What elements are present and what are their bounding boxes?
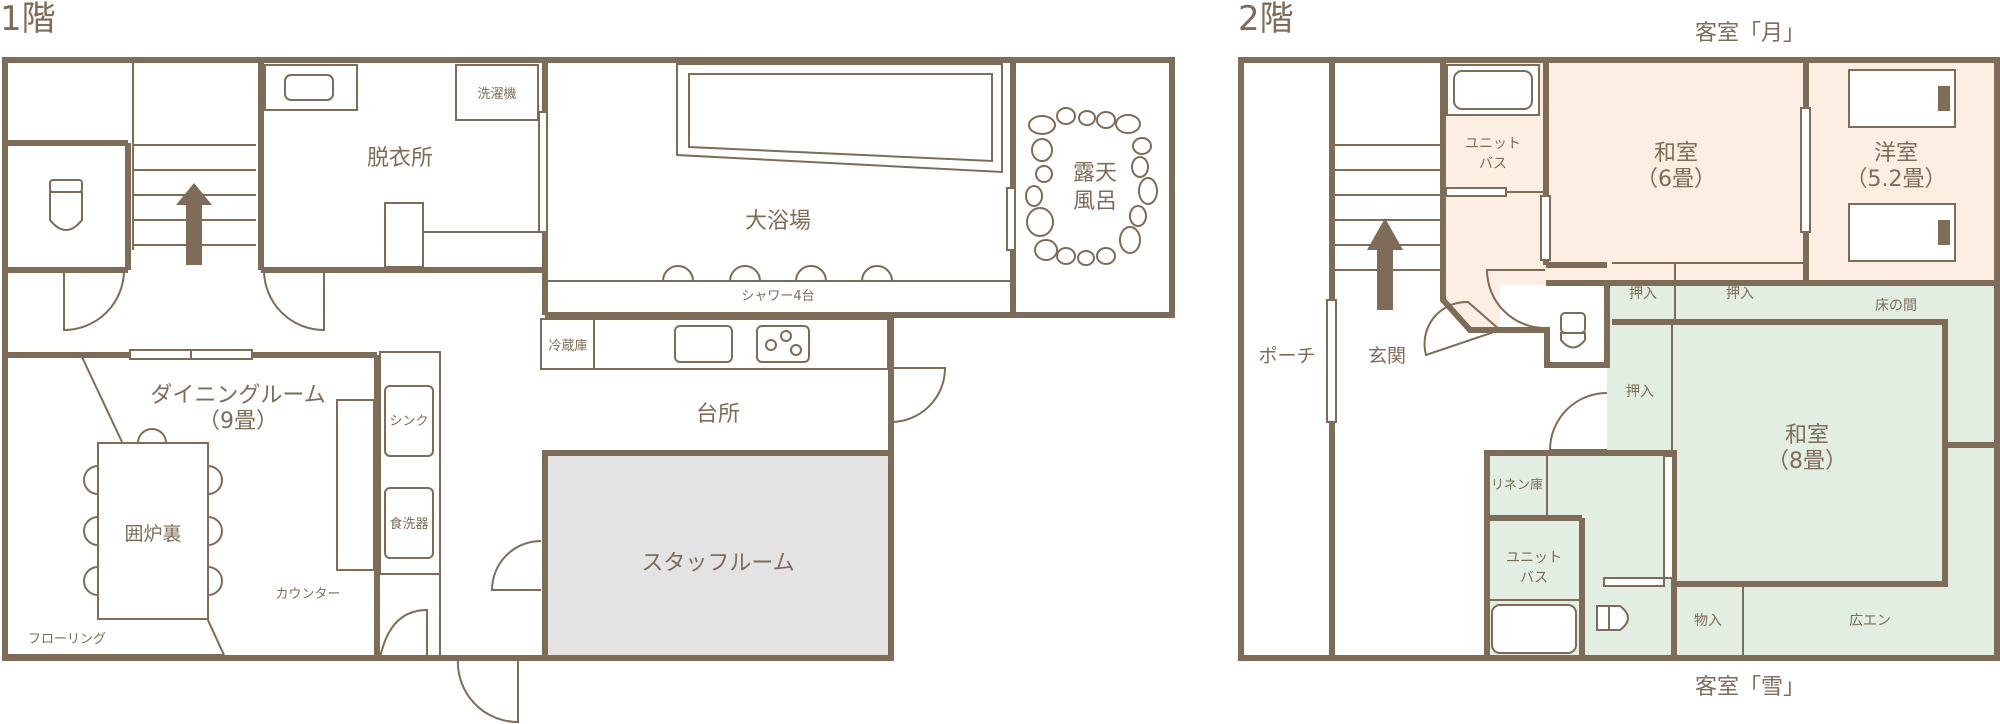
- unit-bath-a-label-1: ユニット: [1465, 136, 1521, 152]
- dishwasher-label: 食洗器: [389, 516, 428, 532]
- door-swing: [1548, 392, 1608, 451]
- washbasin-icon: [284, 74, 334, 101]
- bed-pillow: [1938, 86, 1950, 111]
- burner-icon: [790, 344, 802, 356]
- yoshitsu-label: 洋室: [1874, 141, 1918, 166]
- washitsu8-door: [1663, 455, 1674, 579]
- entrance-label: 玄関: [1368, 345, 1406, 367]
- shower-label: シャワー4台: [741, 289, 814, 304]
- porch-label: ポーチ: [1258, 345, 1315, 367]
- outdoor-bath-label-2: 風呂: [1073, 189, 1117, 214]
- irori-label: 囲炉裏: [124, 523, 181, 545]
- door-swing: [1423, 300, 1502, 357]
- washstand: [264, 64, 358, 111]
- unit-bath-b-label-2: バス: [1520, 570, 1548, 586]
- unit-bath-b-label-1: ユニット: [1506, 550, 1562, 566]
- dressing-room-label: 脱衣所: [367, 146, 433, 171]
- oshiire-label-1: 押入: [1629, 286, 1657, 302]
- floor1-title: 1階: [0, 0, 56, 39]
- bath-label: 大浴場: [745, 209, 811, 234]
- flooring-label: フローリング: [28, 632, 106, 647]
- washitsu6-size: （6畳）: [1636, 167, 1716, 192]
- bathtub-inner: [688, 73, 993, 163]
- yoshitsu-size: （5.2畳）: [1846, 167, 1947, 192]
- burner-icon: [765, 339, 777, 351]
- washitsu6-label: 和室: [1654, 141, 1698, 166]
- storage-label: 物入: [1694, 613, 1722, 629]
- guest-room-yuki-title: 客室「雪」: [1695, 675, 1805, 700]
- washitsu6-door: [1540, 195, 1551, 261]
- unit-bath-a-door: [1445, 187, 1507, 197]
- dining-room-label: ダイニングルーム: [150, 383, 325, 408]
- dining-room-size: （9畳）: [198, 409, 278, 434]
- linen-label: リネン庫: [1491, 478, 1543, 493]
- dishwasher-icon: [384, 487, 434, 559]
- oshiire-label-2: 押入: [1726, 286, 1754, 302]
- outdoor-bath-label-1: 露天: [1073, 161, 1117, 186]
- oshiire-label-3: 押入: [1626, 384, 1654, 400]
- toilet-icon: [1596, 605, 1629, 631]
- washitsu8-size: （8畳）: [1767, 449, 1847, 474]
- bathtub: [676, 63, 1003, 174]
- hiroen-label: 広エン: [1849, 613, 1891, 629]
- toilet-icon: [49, 179, 83, 231]
- sink-icon: [384, 385, 434, 457]
- stove-icon: [756, 325, 810, 363]
- guest-room-tsuki-title: 客室「月」: [1695, 21, 1805, 46]
- shower-stool-1: [662, 265, 694, 282]
- tokonoma-label: 床の間: [1875, 298, 1917, 314]
- shower-stool-4: [861, 265, 893, 282]
- dining-counter: [336, 399, 375, 571]
- door-swings-1f: [63, 269, 947, 724]
- sink-label: シンク: [389, 414, 428, 429]
- window-porch: [1326, 299, 1337, 423]
- bed-1: [1848, 69, 1956, 128]
- bed-pillow: [1938, 220, 1950, 245]
- washer-label: 洗濯機: [477, 87, 516, 102]
- toilet-icon: [1560, 312, 1586, 349]
- bed-2: [1848, 203, 1956, 262]
- staff-room-fill: [545, 453, 891, 658]
- washitsu8-label: 和室: [1785, 423, 1829, 448]
- window-bath: [1006, 187, 1016, 251]
- unit-bath-a-tub-inner: [1453, 70, 1533, 110]
- outdoor-bath-rocks: [1025, 107, 1158, 266]
- unit-bath-a-label-2: バス: [1479, 156, 1507, 172]
- toilet-2-door: [1603, 577, 1665, 587]
- door-swing: [1485, 269, 1546, 329]
- shower-stool-3: [795, 265, 827, 282]
- floor2-title: 2階: [1238, 0, 1294, 39]
- unit-bath-b-tub: [1491, 604, 1577, 654]
- counter-diagonal: [206, 617, 225, 656]
- dressing-bench: [384, 202, 424, 268]
- shower-stool-2: [729, 265, 761, 282]
- dining-chairs: [83, 428, 223, 596]
- counter-label: カウンター: [275, 587, 340, 602]
- staff-room-label: スタッフルーム: [641, 551, 794, 576]
- window-dressing: [538, 111, 548, 233]
- kitchen-counter: [540, 318, 889, 370]
- fridge-label: 冷蔵庫: [548, 339, 587, 354]
- washer-box: [455, 64, 539, 121]
- stairs-up-arrow-icon: [176, 183, 212, 265]
- dining-diagonal: [81, 356, 123, 443]
- irori-table: [97, 442, 209, 620]
- kitchen-label: 台所: [696, 402, 740, 427]
- window-yoshitsu: [1800, 107, 1811, 233]
- burner-icon: [780, 330, 792, 342]
- kitchen-sink-icon: [674, 325, 733, 363]
- stairs-up-arrow-icon: [1367, 218, 1403, 310]
